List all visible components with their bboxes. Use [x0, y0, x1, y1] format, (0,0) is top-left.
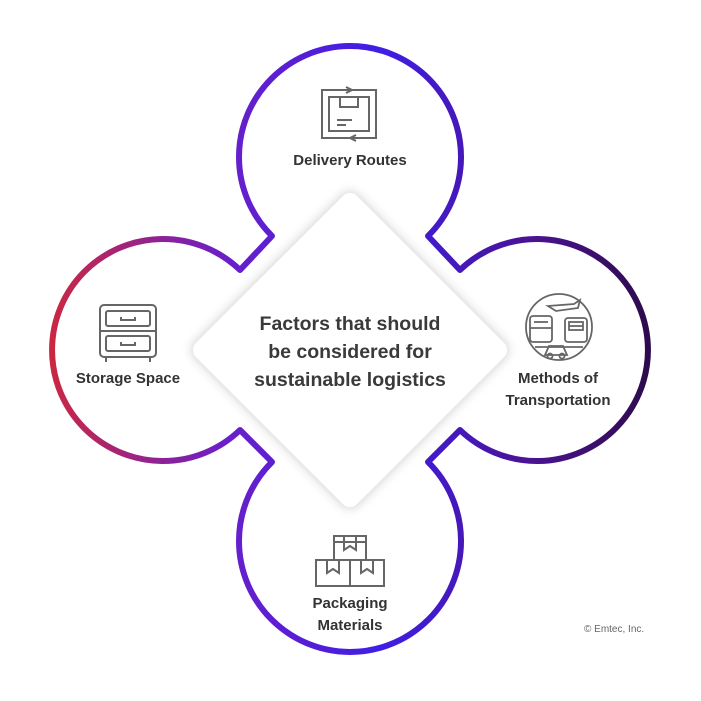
node-label-storage-space: Storage Space: [58, 368, 198, 390]
materials-label: Materials: [317, 617, 383, 634]
box-transfer-icon: [321, 86, 377, 142]
node-label-methods-of-transportation: Methods of Transportation: [488, 368, 628, 412]
center-title-line-3: sustainable logistics: [254, 369, 446, 391]
packaging-label: Packaging: [312, 595, 388, 612]
storage-space-label: Storage Space: [75, 370, 181, 387]
node-label-packaging-materials: Packaging Materials: [280, 593, 420, 637]
transportation-icon: [525, 293, 593, 361]
center-title: Factors that should be considered for su…: [230, 310, 470, 394]
stacked-boxes-icon: [315, 535, 385, 587]
center-title-line-2: be considered for: [268, 341, 432, 363]
delivery-routes-label: Delivery Routes: [293, 152, 407, 169]
copyright-text: © Emtec, Inc.: [584, 624, 645, 635]
methods-of-label: Methods of: [518, 370, 598, 387]
drawer-cabinet-icon: [99, 304, 157, 362]
center-title-line-1: Factors that should: [259, 313, 441, 335]
center-diamond: [191, 191, 509, 509]
node-label-delivery-routes: Delivery Routes: [250, 150, 450, 172]
transportation-label: Transportation: [505, 392, 611, 409]
